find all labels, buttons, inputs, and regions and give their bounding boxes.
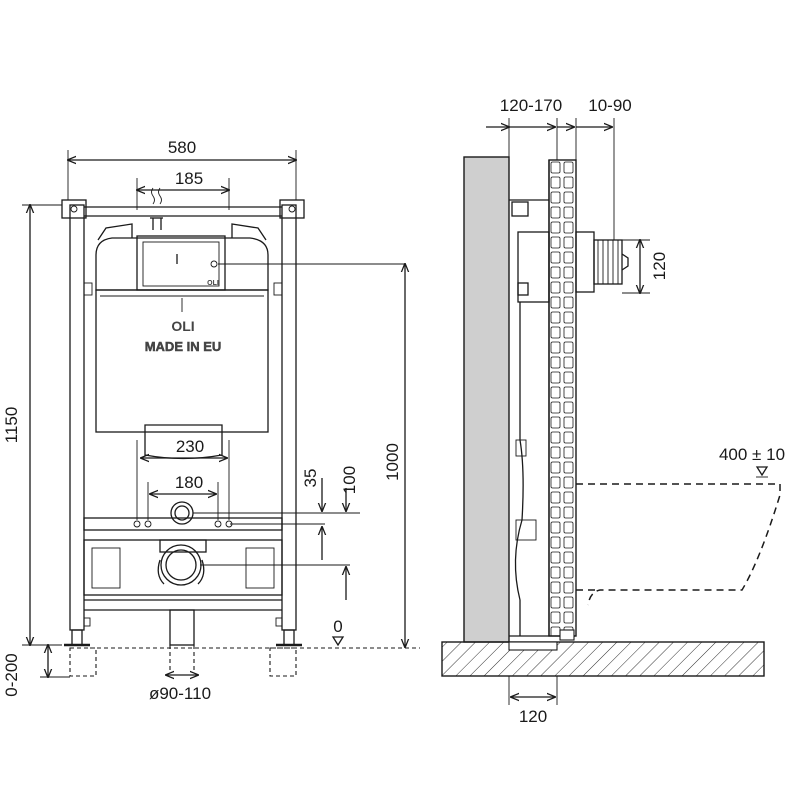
- dim-width-580: 580: [68, 138, 296, 200]
- floor: [441, 641, 765, 677]
- side-view: 120 120-170 10-90 400 ± 10: [441, 96, 785, 726]
- brand-main: OLI: [171, 318, 194, 334]
- label-height-1000: 1000: [383, 443, 402, 481]
- label-width-580: 580: [168, 138, 196, 157]
- label-plate-230: 230: [176, 437, 204, 456]
- brand-sub: MADE IN EU: [145, 339, 222, 354]
- dim-offsets: 35 100: [301, 466, 359, 600]
- cistern: OLI OLI MADE IN EU: [95, 187, 405, 433]
- drain-connector: ø90-110: [149, 539, 350, 703]
- dim-height-1150: 1150: [2, 205, 62, 645]
- brand-top: OLI: [207, 280, 219, 287]
- label-zero-level: 0: [333, 617, 342, 636]
- label-pipe-180: 180: [175, 473, 203, 492]
- button-housing: 120: [575, 231, 669, 293]
- label-depth-range: 10-90: [588, 96, 631, 115]
- dim-spacing-185: 185: [137, 169, 229, 210]
- label-pipe-height-120: 120: [650, 252, 669, 280]
- zero-level: 0: [90, 617, 420, 649]
- label-drain-diameter: ø90-110: [149, 684, 211, 703]
- front-view: 580 185 1150 0-200: [2, 138, 420, 703]
- dim-height-1000: 1000: [383, 264, 405, 647]
- mounting-panel: [548, 159, 577, 637]
- label-wall-gap: 120-170: [500, 96, 562, 115]
- label-height-1150: 1150: [2, 407, 21, 444]
- dim-floor-120: 120: [508, 676, 558, 726]
- toilet-bowl: 400 ± 10: [576, 445, 785, 606]
- dim-adjust-0-200: 0-200: [2, 645, 70, 697]
- label-adjust-0-200: 0-200: [2, 653, 21, 696]
- wall: [463, 156, 510, 643]
- label-offset-35: 35: [301, 469, 320, 488]
- dim-pipe-180: 180: [147, 473, 219, 520]
- plate-opening: 230: [136, 424, 230, 520]
- label-floor-120: 120: [519, 707, 547, 726]
- dim-top-side: 120-170 10-90: [486, 96, 632, 240]
- label-offset-100: 100: [340, 466, 359, 494]
- label-bowl-height: 400 ± 10: [719, 445, 785, 464]
- label-spacing-185: 185: [175, 169, 203, 188]
- inlet-pipe: [170, 501, 360, 525]
